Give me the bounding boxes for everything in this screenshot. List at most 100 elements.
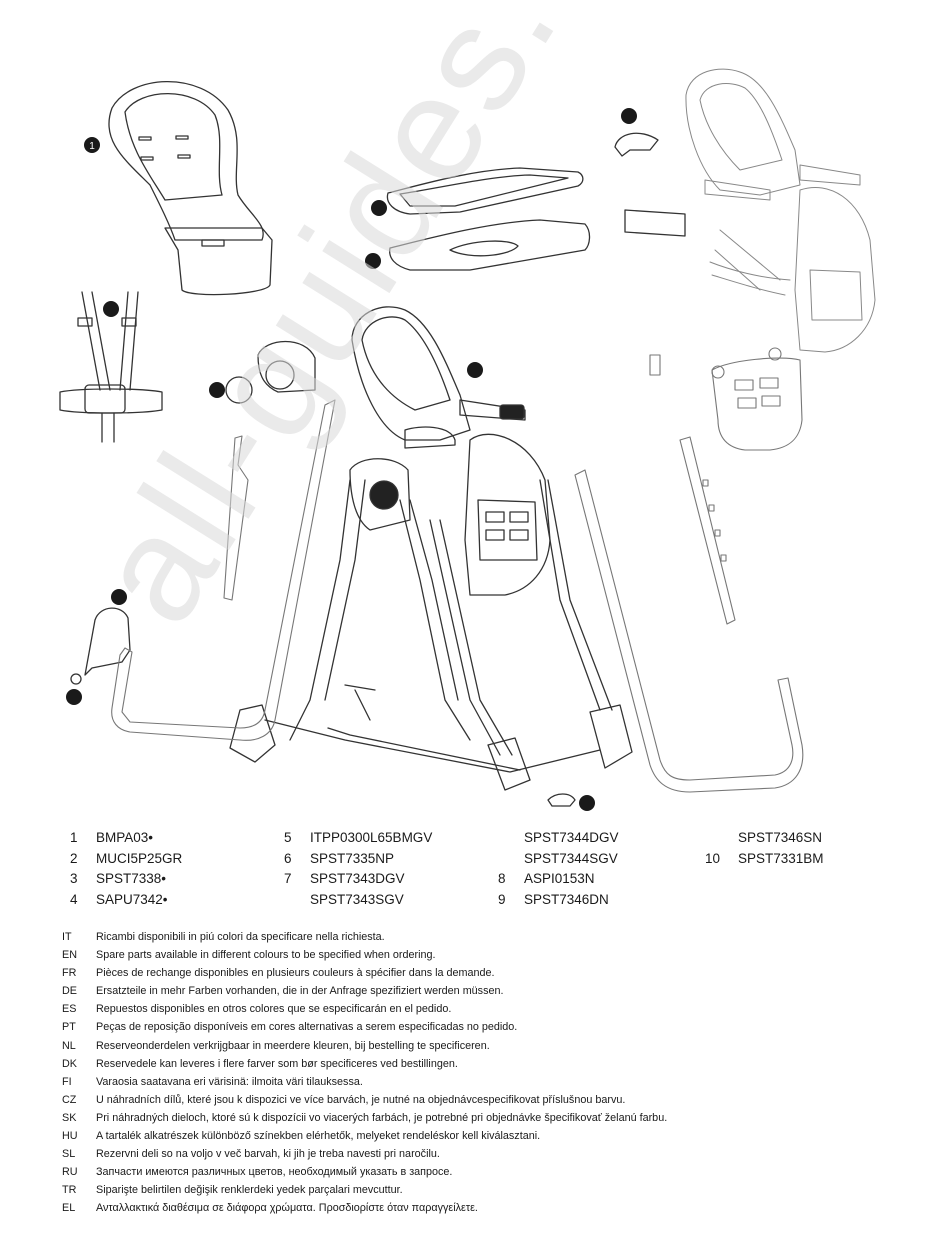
parts-column-4: SPST7346SN 10 SPST7331BM (705, 828, 824, 869)
part-code: SPST7338• (96, 871, 167, 886)
language-code: IT (62, 931, 72, 943)
svg-text:1: 1 (89, 141, 95, 152)
language-text: Repuestos disponibles en otros colores q… (96, 1003, 452, 1016)
language-text: Siparişte belirtilen değişik renklerdeki… (96, 1184, 403, 1197)
language-code: DK (62, 1057, 77, 1070)
small-parts-drawing (70, 132, 686, 807)
parts-column-2: 5 ITPP0300L65BMGV 6 SPST7335NP 7 SPST7343DG… (284, 828, 432, 910)
language-text: Ricambi disponibili in piú colori da spe… (96, 931, 385, 943)
part-number: 10 (705, 850, 721, 866)
part-code: SAPU7342• (96, 891, 168, 907)
exploded-parts-diagram: 1 (59, 68, 876, 811)
part-code: SPST7344SGV (524, 850, 618, 866)
language-row: CZ U náhradních dílů, které jsou k dispoz… (62, 1091, 667, 1109)
right-frame-drawing (574, 436, 804, 793)
language-code: TR (62, 1184, 77, 1197)
part-number: 4 (70, 891, 78, 907)
language-text: A tartalék alkatrészek különböző színekb… (96, 1130, 541, 1143)
language-row: FR Pièces de rechange disponibles en plus… (62, 964, 667, 982)
language-text: Varaosia saatavana eri värisinä: ilmoita… (96, 1075, 363, 1088)
part-number: 1 (70, 830, 78, 845)
language-text: Pièces de rechange disponibles en plusie… (96, 967, 495, 980)
language-code: ES (62, 1003, 77, 1016)
parts-row: SPST7344DGV (498, 828, 619, 849)
part-code: ASPI0153N (524, 871, 595, 886)
part-code: BMPA03• (96, 830, 153, 845)
part-code: SPST7344DGV (524, 830, 619, 845)
language-text: Pri náhradných dieloch, ktoré sú k dispo… (96, 1111, 668, 1124)
language-code: DE (62, 985, 77, 998)
part-number (284, 890, 310, 911)
language-code: FR (62, 967, 77, 980)
language-text: U náhradních dílů, které jsou k dispozic… (96, 1093, 626, 1106)
harness-drawing (59, 291, 163, 443)
part-number (498, 828, 524, 849)
parts-row: 3 SPST7338• (70, 869, 182, 890)
part-code: ITPP0300L65BMGV (310, 830, 433, 845)
part-code: SPST7335NP (310, 850, 395, 866)
parts-row: SPST7346SN (705, 828, 824, 849)
part-number: 5 (284, 830, 292, 845)
language-text: Запчасти имеются различных цветов, необх… (96, 1166, 453, 1179)
language-row: NL Reserveonderdelen verkrijgbaar in meer… (62, 1037, 667, 1055)
parts-column-3: SPST7344DGV SPST7344SGV 8 ASPI0153N 9 SPST… (498, 828, 619, 910)
language-text: Reservedele kan leveres i flere farver s… (96, 1057, 458, 1070)
language-text: Reserveonderdelen verkrijgbaar in meerde… (96, 1039, 490, 1052)
language-row: SK Pri náhradných dieloch, ktoré sú k dis… (62, 1109, 667, 1127)
part-code: SPST7346SN (738, 830, 823, 845)
parts-row: 2 MUCI5P25GR (70, 849, 182, 870)
part-code: SPST7343SGV (310, 891, 404, 907)
language-text: Ersatzteile in mehr Farben vorhanden, di… (96, 985, 504, 998)
part-code: SPST7346DN (524, 891, 609, 907)
part-code: MUCI5P25GR (96, 850, 183, 866)
language-code: EN (62, 949, 77, 962)
part-number: 9 (498, 891, 506, 907)
language-row: PT Peças de reposição disponíveis em core… (62, 1018, 667, 1036)
language-code: PT (62, 1021, 76, 1034)
part-code: SPST7343DGV (310, 871, 405, 886)
language-code: RU (62, 1166, 78, 1179)
parts-row: SPST7344SGV (498, 849, 619, 870)
language-row: HU A tartalék alkatrészek különböző színe… (62, 1127, 667, 1145)
parts-row: SPST7343SGV (284, 890, 432, 911)
language-text: Spare parts available in different colou… (96, 949, 436, 962)
language-code: SK (62, 1111, 77, 1124)
tray-drawing (386, 167, 591, 271)
parts-column-1: 1 BMPA03• 2 MUCI5P25GR 3 SPST7338• 4 SAPU734… (70, 828, 182, 910)
part-number (705, 828, 738, 849)
language-row: IT Ricambi disponibili in piú colori da s… (62, 928, 667, 946)
parts-row: 6 SPST7335NP (284, 849, 432, 870)
parts-row: 10 SPST7331BM (705, 849, 824, 870)
language-code: SL (62, 1148, 76, 1161)
parts-row: 5 ITPP0300L65BMGV (284, 828, 432, 849)
part-number: 3 (70, 871, 78, 886)
language-row: SL Rezervni deli so na voljo v več barvah… (62, 1145, 667, 1163)
part-number: 8 (498, 871, 506, 886)
language-row: DK Reservedele kan leveres i flere farver… (62, 1055, 667, 1073)
language-row: DE Ersatzteile in mehr Farben vorhanden, … (62, 982, 667, 1000)
language-code: CZ (62, 1093, 77, 1106)
part-number: 2 (70, 850, 78, 866)
parts-row: 8 ASPI0153N (498, 869, 619, 890)
footrest-drawing (649, 347, 803, 451)
language-text: Ανταλλακτικά διαθέσιμα σε διάφορα χρώματ… (96, 1202, 478, 1215)
language-text: Peças de reposição disponíveis em cores … (96, 1021, 518, 1034)
language-notes: IT Ricambi disponibili in piú colori da s… (62, 928, 667, 1218)
language-text: Rezervni deli so na voljo v več barvah, … (96, 1148, 440, 1161)
part-number: 6 (284, 850, 292, 866)
language-code: NL (62, 1039, 76, 1052)
language-row: ES Repuestos disponibles en otros colores… (62, 1000, 667, 1018)
language-code: HU (62, 1130, 78, 1143)
language-code: FI (62, 1075, 72, 1088)
language-row: RU Запчасти имеются различных цветов, нео… (62, 1163, 667, 1181)
language-row: FI Varaosia saatavana eri värisinä: ilmoi… (62, 1073, 667, 1091)
language-row: EN Spare parts available in different col… (62, 946, 667, 964)
part-number: 7 (284, 871, 292, 886)
part-code: SPST7331BM (738, 850, 824, 866)
callout-markers: 1 (66, 108, 637, 811)
ghost-highchair-drawing (685, 68, 876, 353)
parts-row: 7 SPST7343DGV (284, 869, 432, 890)
parts-row: 1 BMPA03• (70, 828, 182, 849)
highchair-drawing (229, 306, 633, 791)
